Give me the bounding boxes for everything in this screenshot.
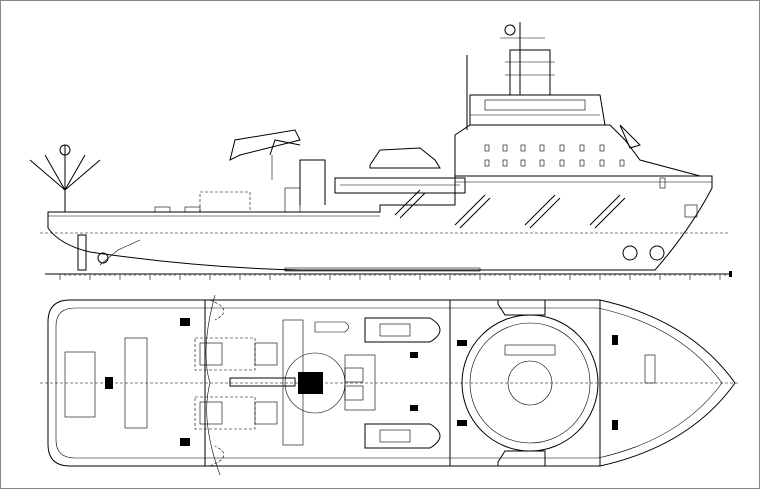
hull-windows [394, 144, 666, 261]
profile-view [29, 22, 732, 280]
deck-crane-plan [229, 352, 364, 414]
plan-view [40, 294, 740, 476]
baseline-scale [45, 271, 732, 280]
hull-stripes [394, 189, 626, 229]
hull-plan-outline [47, 299, 736, 467]
hull-profile [47, 175, 713, 272]
deck-hatches [64, 319, 376, 446]
superstructure [454, 22, 701, 177]
rescue-boats [314, 317, 441, 449]
deck-fittings [105, 318, 656, 446]
stern-gear [77, 234, 141, 271]
helideck [461, 299, 599, 467]
deck-equipment [29, 124, 698, 218]
